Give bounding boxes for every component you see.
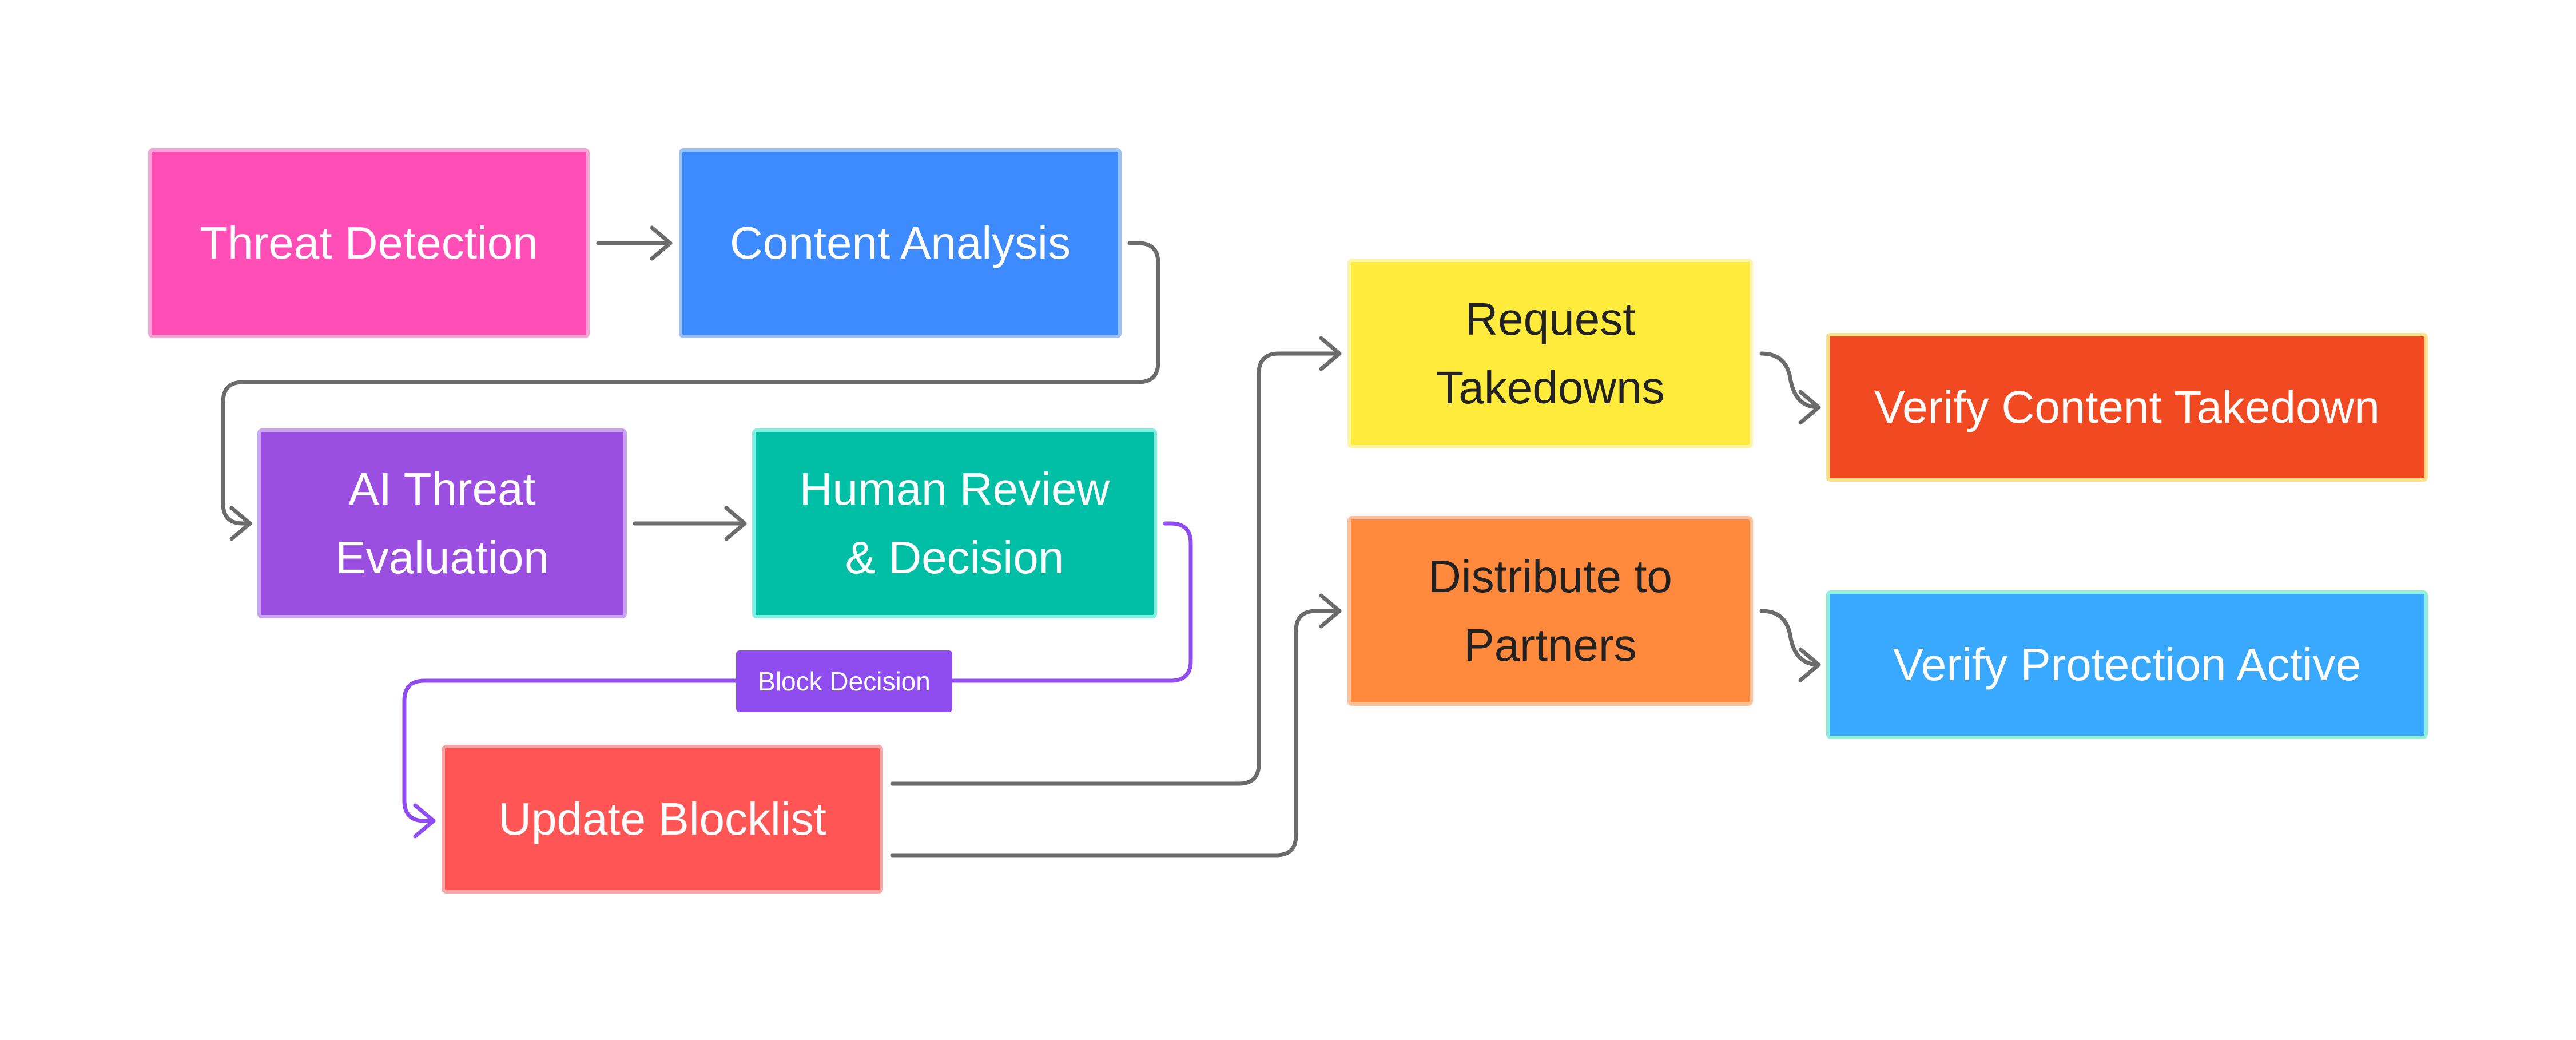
edge-content-analysis-to-ai-threat (221, 241, 1160, 526)
node-label: Distribute to Partners (1428, 551, 1672, 670)
node-verify-content-takedown[interactable]: Verify Content Takedown (1826, 333, 2428, 482)
node-label: Content Analysis (730, 217, 1071, 268)
arrowhead (1798, 390, 1821, 425)
arrowhead (650, 225, 673, 261)
node-label: Verify Content Takedown (1874, 382, 2380, 432)
node-update-blocklist[interactable]: Update Blocklist (442, 745, 883, 894)
edge-label-block-decision: Block Decision (736, 650, 952, 712)
arrowhead (413, 803, 436, 839)
node-label: Request Takedowns (1436, 293, 1665, 413)
node-label: Verify Protection Active (1893, 639, 2362, 690)
edge-distribute-to-verify-protection (1759, 609, 1821, 667)
edge-label-text: Block Decision (758, 666, 931, 696)
node-content-analysis[interactable]: Content Analysis (679, 148, 1122, 338)
node-human-review-decision[interactable]: Human Review & Decision (752, 428, 1157, 618)
node-label: Human Review & Decision (799, 463, 1110, 583)
edge-request-takedowns-to-verify-takedown (1759, 351, 1821, 410)
node-threat-detection[interactable]: Threat Detection (148, 148, 590, 338)
arrowhead (1319, 336, 1342, 371)
arrowhead (1319, 593, 1342, 629)
node-distribute-to-partners[interactable]: Distribute to Partners (1347, 516, 1753, 706)
node-label: Threat Detection (200, 217, 538, 268)
arrowhead (229, 506, 252, 541)
node-ai-threat-evaluation[interactable]: AI Threat Evaluation (257, 428, 627, 618)
node-label: Update Blocklist (498, 793, 826, 844)
node-request-takedowns[interactable]: Request Takedowns (1347, 259, 1753, 448)
arrowhead (724, 506, 747, 541)
node-label: AI Threat Evaluation (335, 463, 549, 583)
node-verify-protection-active[interactable]: Verify Protection Active (1826, 590, 2428, 739)
edge-update-blocklist-to-distribute (890, 609, 1342, 858)
arrowhead (1798, 647, 1821, 682)
edge-update-blocklist-to-request-takedowns (890, 351, 1342, 786)
